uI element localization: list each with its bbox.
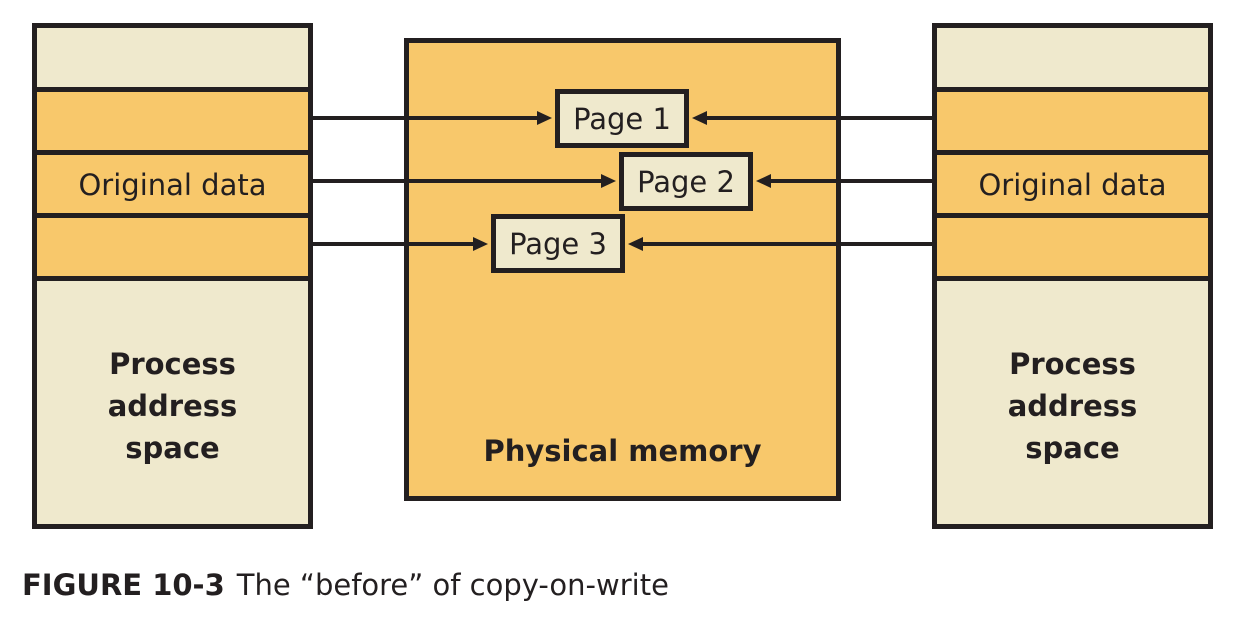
- right-process-address-space: Original data Process address space: [932, 23, 1213, 529]
- page-2-box: Page 2: [619, 152, 753, 211]
- left-row-top: [37, 28, 308, 92]
- page-1-label: Page 1: [573, 101, 671, 136]
- left-original-data-label: Original data: [78, 167, 267, 202]
- figure-caption-text: The “before” of copy-on-write: [236, 568, 669, 602]
- right-row-original-data: Original data: [937, 150, 1208, 214]
- page-1-box: Page 1: [555, 89, 689, 148]
- right-row-top: [937, 28, 1208, 92]
- left-process-label: Process address space: [107, 347, 238, 465]
- left-row-bottom: Process address space: [37, 276, 308, 524]
- arrowhead-left-page1: [537, 111, 552, 125]
- arrowhead-right-page3: [628, 237, 643, 251]
- arrowhead-right-page1: [692, 111, 707, 125]
- arrowhead-right-page2: [756, 174, 771, 188]
- left-process-address-space: Original data Process address space: [32, 23, 313, 529]
- figure-number: FIGURE 10-3: [22, 568, 225, 602]
- page-2-label: Page 2: [637, 164, 735, 199]
- physical-memory-label: Physical memory: [483, 434, 762, 468]
- right-process-label: Process address space: [1007, 347, 1138, 465]
- arrowhead-left-page2: [601, 174, 616, 188]
- left-row-page1: [37, 87, 308, 151]
- page-3-box: Page 3: [491, 214, 625, 273]
- arrowhead-left-page3: [473, 237, 488, 251]
- page-3-label: Page 3: [509, 226, 607, 261]
- left-row-page3: [37, 213, 308, 277]
- right-row-page1: [937, 87, 1208, 151]
- right-row-bottom: Process address space: [937, 276, 1208, 524]
- left-row-original-data: Original data: [37, 150, 308, 214]
- right-original-data-label: Original data: [978, 167, 1167, 202]
- right-row-page3: [937, 213, 1208, 277]
- figure-caption: FIGURE 10-3 The “before” of copy-on-write: [22, 568, 669, 602]
